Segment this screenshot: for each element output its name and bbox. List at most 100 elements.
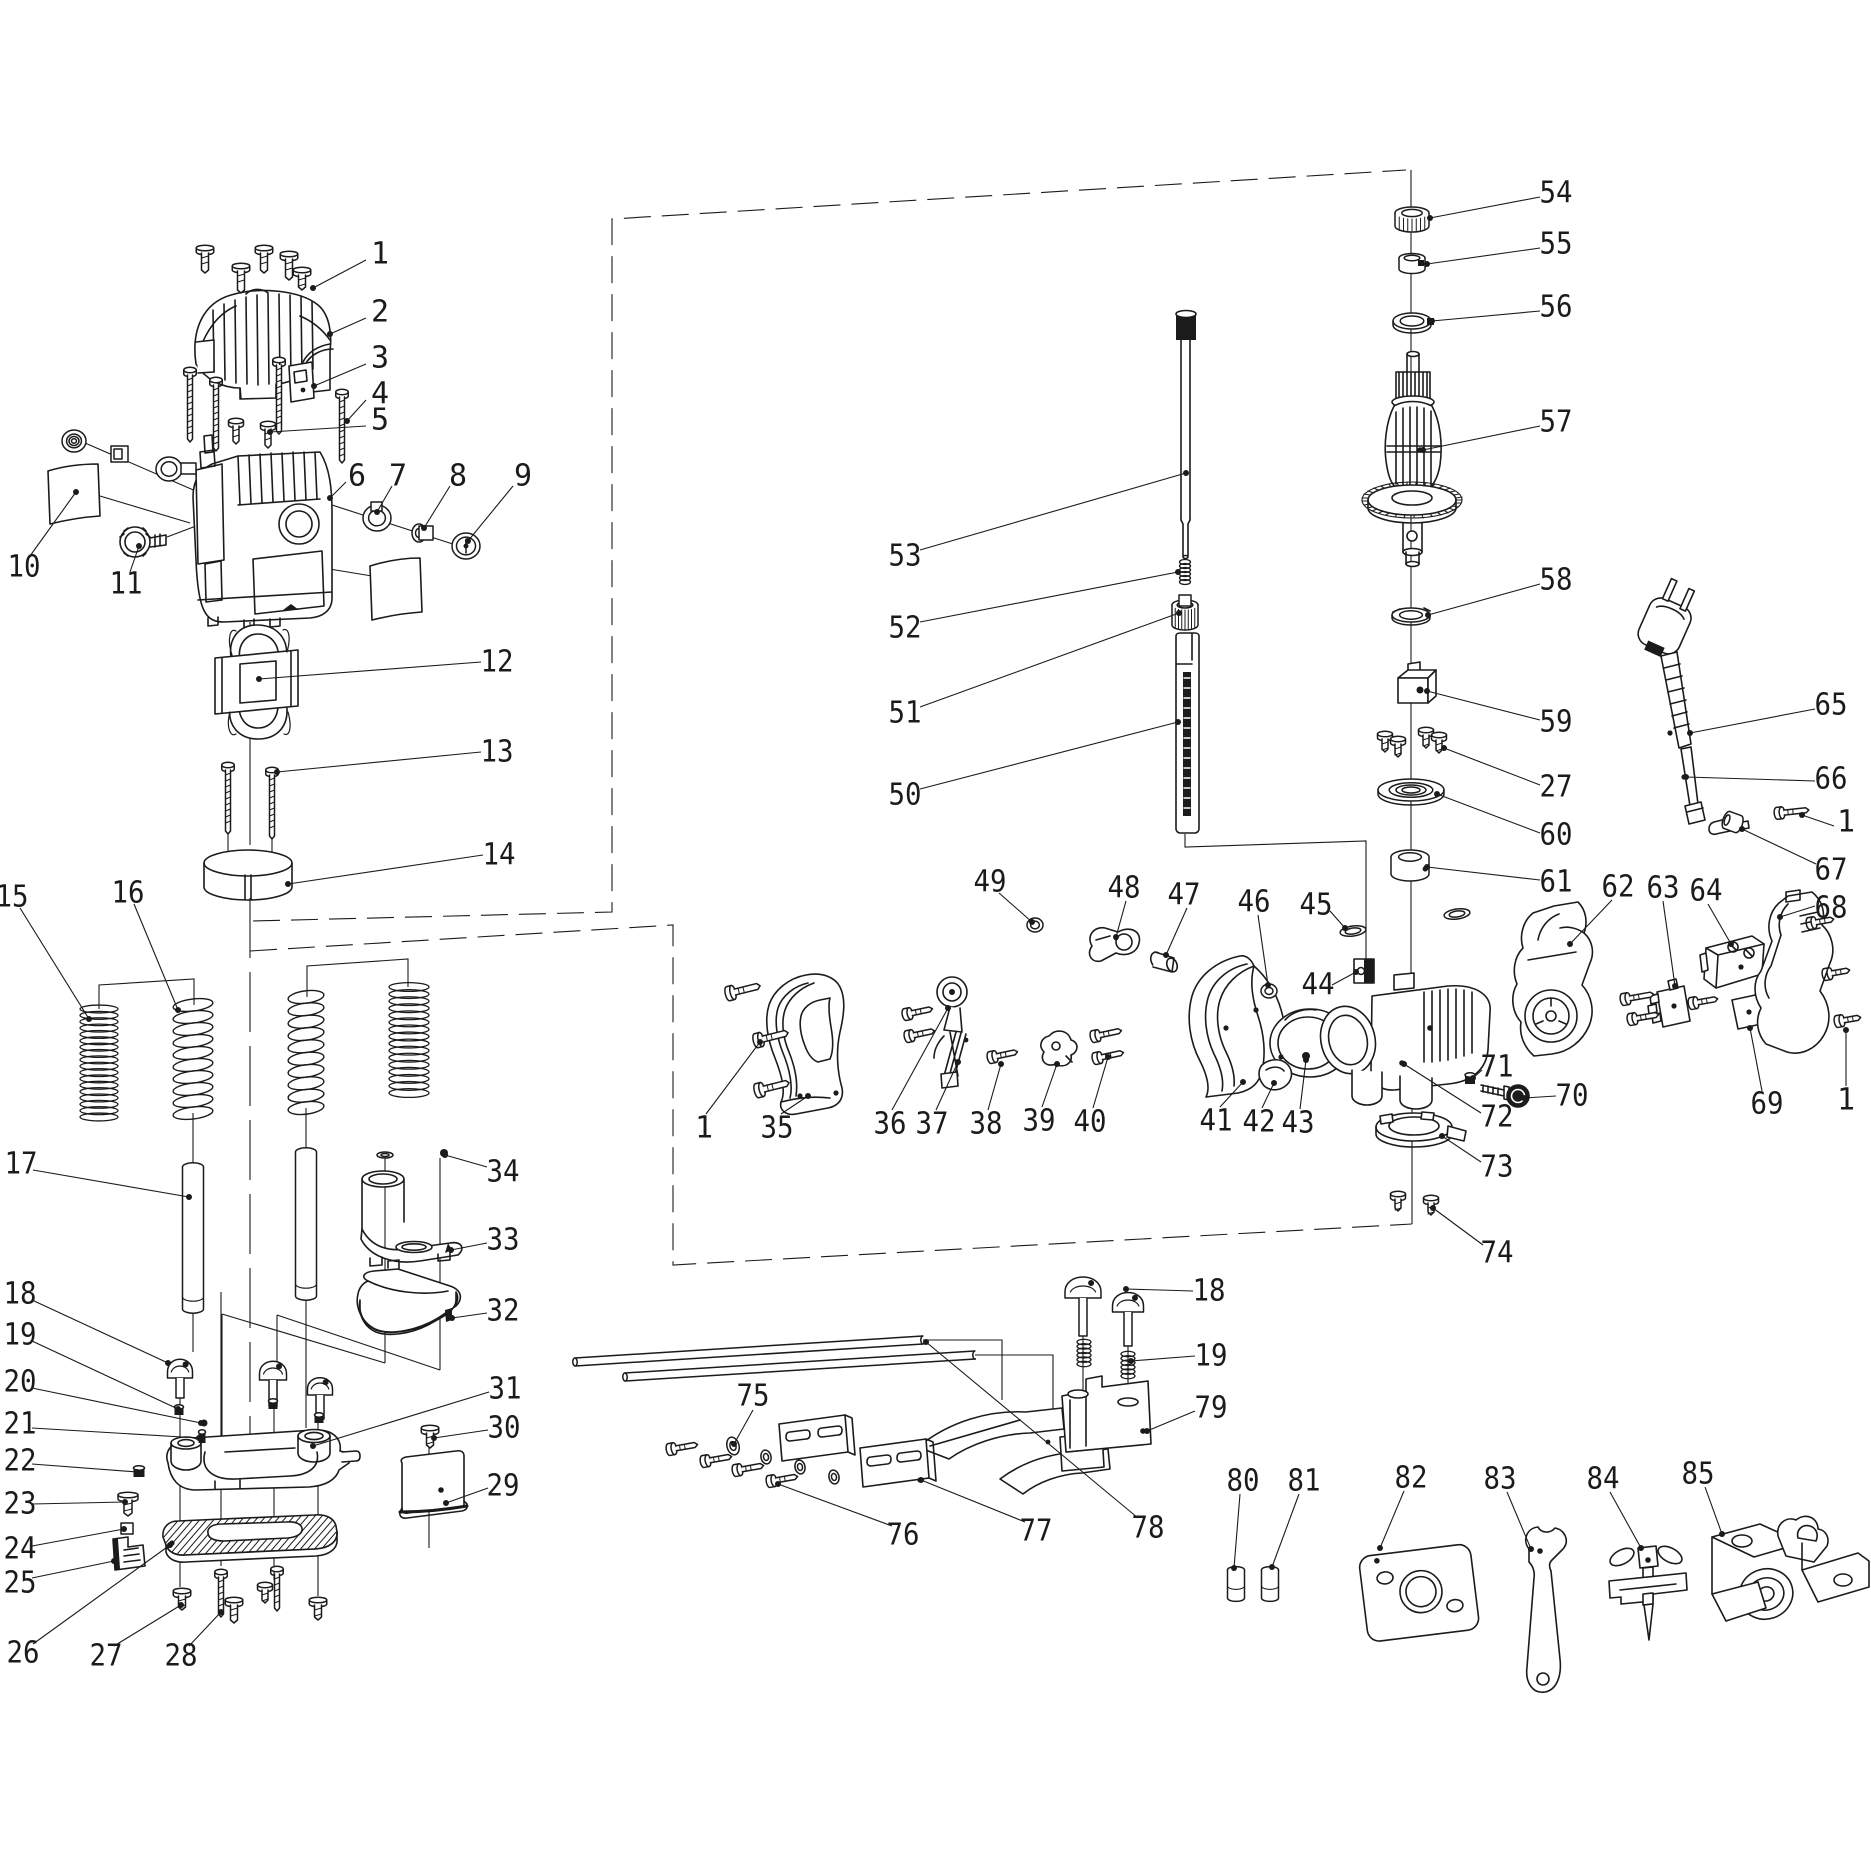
- prim-screw-23: [117, 1491, 139, 1517]
- leader-line-64: [1707, 903, 1732, 945]
- prim-knob-18-fence: [1064, 1276, 1102, 1337]
- leader-line-7: [376, 485, 393, 513]
- prim-screw-38: [986, 1049, 1019, 1065]
- part-number-label-18: 18: [4, 1277, 37, 1312]
- leader-line-13: [276, 751, 482, 773]
- part-number-label-70: 70: [1556, 1079, 1589, 1114]
- part-76-fence-plate: [778, 1414, 856, 1462]
- leader-dot-33: [448, 1247, 454, 1253]
- prim-screw-4-long: [335, 388, 349, 464]
- leader-line-33: [450, 1242, 488, 1251]
- part-number-label-1: 1: [371, 237, 389, 272]
- prim-guide-rod-75: [622, 1350, 977, 1382]
- leader-dot-81: [1269, 1564, 1275, 1570]
- part-number-label-46: 46: [1238, 885, 1271, 920]
- leader-line-60: [1436, 793, 1541, 834]
- leader-line-62: [1569, 899, 1613, 945]
- leader-dot-67: [1739, 826, 1745, 832]
- leader-dot-27: [1441, 745, 1447, 751]
- leader-dot-18: [1123, 1286, 1129, 1292]
- part-number-label-27: 27: [90, 1639, 123, 1674]
- part-number-label-76: 76: [887, 1518, 920, 1553]
- part-number-label-5: 5: [371, 403, 389, 438]
- part-number-label-79: 79: [1195, 1391, 1228, 1426]
- leader-dot-65: [1687, 730, 1693, 736]
- leader-line-81: [1271, 1493, 1300, 1568]
- part-66-power-cord: [1637, 577, 1706, 825]
- prim-screw-28-long: [214, 1568, 228, 1618]
- part-number-label-16: 16: [112, 876, 145, 911]
- part-36-speed-dial: [936, 976, 968, 1033]
- part-44-clip: [1353, 958, 1375, 984]
- prim-screw-62: [1619, 991, 1655, 1007]
- leader-dot-8: [421, 525, 427, 531]
- part-number-label-10: 10: [8, 550, 41, 585]
- leader-line-82: [1379, 1490, 1405, 1549]
- leader-line-27: [113, 1604, 182, 1647]
- leader-dot-19: [1128, 1358, 1134, 1364]
- part-number-label-43: 43: [1282, 1106, 1315, 1141]
- part-number-label-41: 41: [1200, 1104, 1233, 1139]
- leader-dot-28: [218, 1609, 224, 1615]
- part-number-label-49: 49: [974, 865, 1007, 900]
- prim-spring-52: [1178, 558, 1192, 586]
- prim-screw-base: [256, 1581, 274, 1604]
- leader-line-19: [31, 1340, 179, 1410]
- part-number-label-42: 42: [1243, 1105, 1276, 1140]
- prim-screw-1: [254, 244, 274, 274]
- leader-line-46: [1257, 914, 1269, 986]
- leader-line-22: [31, 1463, 138, 1473]
- leader-dot-1: [310, 285, 316, 291]
- prim-column-17: [181, 1162, 205, 1314]
- prim-washer-76: [760, 1449, 772, 1465]
- part-39-latch-plate: [1040, 1030, 1078, 1067]
- part-number-label-1: 1: [1837, 1083, 1855, 1118]
- prim-screw-76: [665, 1441, 699, 1457]
- part-number-label-59: 59: [1540, 705, 1573, 740]
- part-14-clamp-ring: [203, 849, 293, 901]
- leader-line-12: [258, 661, 482, 680]
- leader-dot-10: [73, 489, 79, 495]
- prim-collar-61: [1390, 849, 1430, 882]
- leader-line-83: [1506, 1491, 1532, 1550]
- prim-screw-28-long: [270, 1565, 284, 1612]
- leader-line-66: [1685, 776, 1816, 782]
- part-number-label-85: 85: [1682, 1457, 1715, 1492]
- part-number-label-31: 31: [489, 1372, 522, 1407]
- part-6-motor-housing: [192, 434, 333, 629]
- part-number-label-14: 14: [483, 838, 516, 873]
- leader-line-54: [1429, 196, 1541, 219]
- part-number-label-1: 1: [1837, 805, 1855, 840]
- part-number-label-19: 19: [1195, 1339, 1228, 1374]
- prim-bushing-81: [1260, 1565, 1280, 1603]
- prim-cap-9-dot: [463, 543, 469, 549]
- leader-dot-62: [1567, 941, 1573, 947]
- prim-screw-40: [1089, 1028, 1123, 1044]
- prim-screw-63: [1687, 995, 1719, 1011]
- part-number-label-37: 37: [916, 1107, 949, 1142]
- part-68-cover-shell: [1754, 889, 1834, 1054]
- leader-line-17: [32, 1169, 190, 1198]
- leader-dot-15: [86, 1016, 92, 1022]
- leader-line-32: [451, 1312, 488, 1319]
- leader-line-11: [129, 545, 140, 573]
- part-number-label-80: 80: [1227, 1464, 1260, 1499]
- part-number-label-83: 83: [1484, 1462, 1517, 1497]
- leader-dot-73: [1439, 1133, 1445, 1139]
- part-number-label-52: 52: [889, 611, 922, 646]
- prim-nut-19: [313, 1412, 325, 1423]
- leader-dot-38: [998, 1061, 1004, 1067]
- prim-washer-45: [1443, 907, 1471, 921]
- leader-line-4: [346, 399, 367, 422]
- part-number-label-32: 32: [487, 1294, 520, 1329]
- leader-line-41: [1219, 1081, 1244, 1108]
- leader-dot-18: [165, 1360, 171, 1366]
- prim-screw-68: [1821, 966, 1851, 982]
- leader-line-50: [919, 721, 1179, 790]
- part-number-label-74: 74: [1481, 1236, 1514, 1271]
- leader-dot-77: [918, 1477, 924, 1483]
- part-number-label-55: 55: [1540, 227, 1573, 262]
- axis-handle-links: [221, 1313, 441, 1371]
- part-number-label-35: 35: [761, 1111, 794, 1146]
- prim-screw-1: [231, 262, 251, 294]
